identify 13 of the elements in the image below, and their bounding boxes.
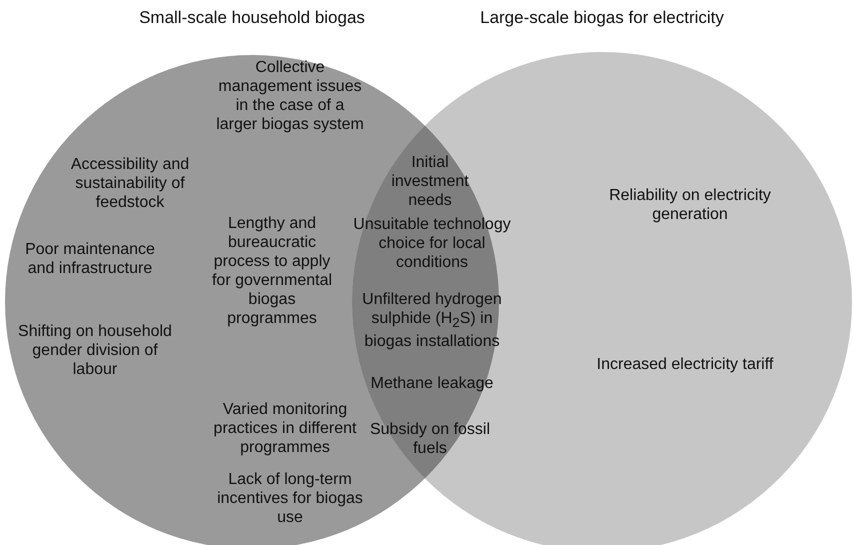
venn-item-text: Shifting on household gender division of labour	[17, 322, 173, 379]
venn-item-text: Lengthy and bureaucratic process to apply for governmental biogas programmes	[210, 214, 334, 328]
venn-item-text: Collective management issues in the case of a larger biogas system	[215, 58, 365, 134]
venn-item-text: Accessibility and sustainability of feedstock	[70, 155, 190, 212]
venn-item-text: Lack of long-term incentives for biogas use	[216, 470, 364, 527]
venn-item-text: Initial investment needs	[390, 153, 470, 210]
venn-item-text: Increased electricity tariff	[596, 355, 774, 374]
set-heading: Large-scale biogas for electricity	[479, 8, 725, 27]
venn-item-text: Subsidy on fossil fuels	[368, 420, 492, 458]
venn-item-text: Poor maintenance and infrastructure	[25, 240, 155, 278]
set-heading: Small-scale household biogas	[138, 8, 366, 27]
venn-item-text: Reliability on electricity generation	[608, 186, 772, 224]
venn-item-text: Varied monitoring practices in different programmes	[212, 400, 358, 457]
